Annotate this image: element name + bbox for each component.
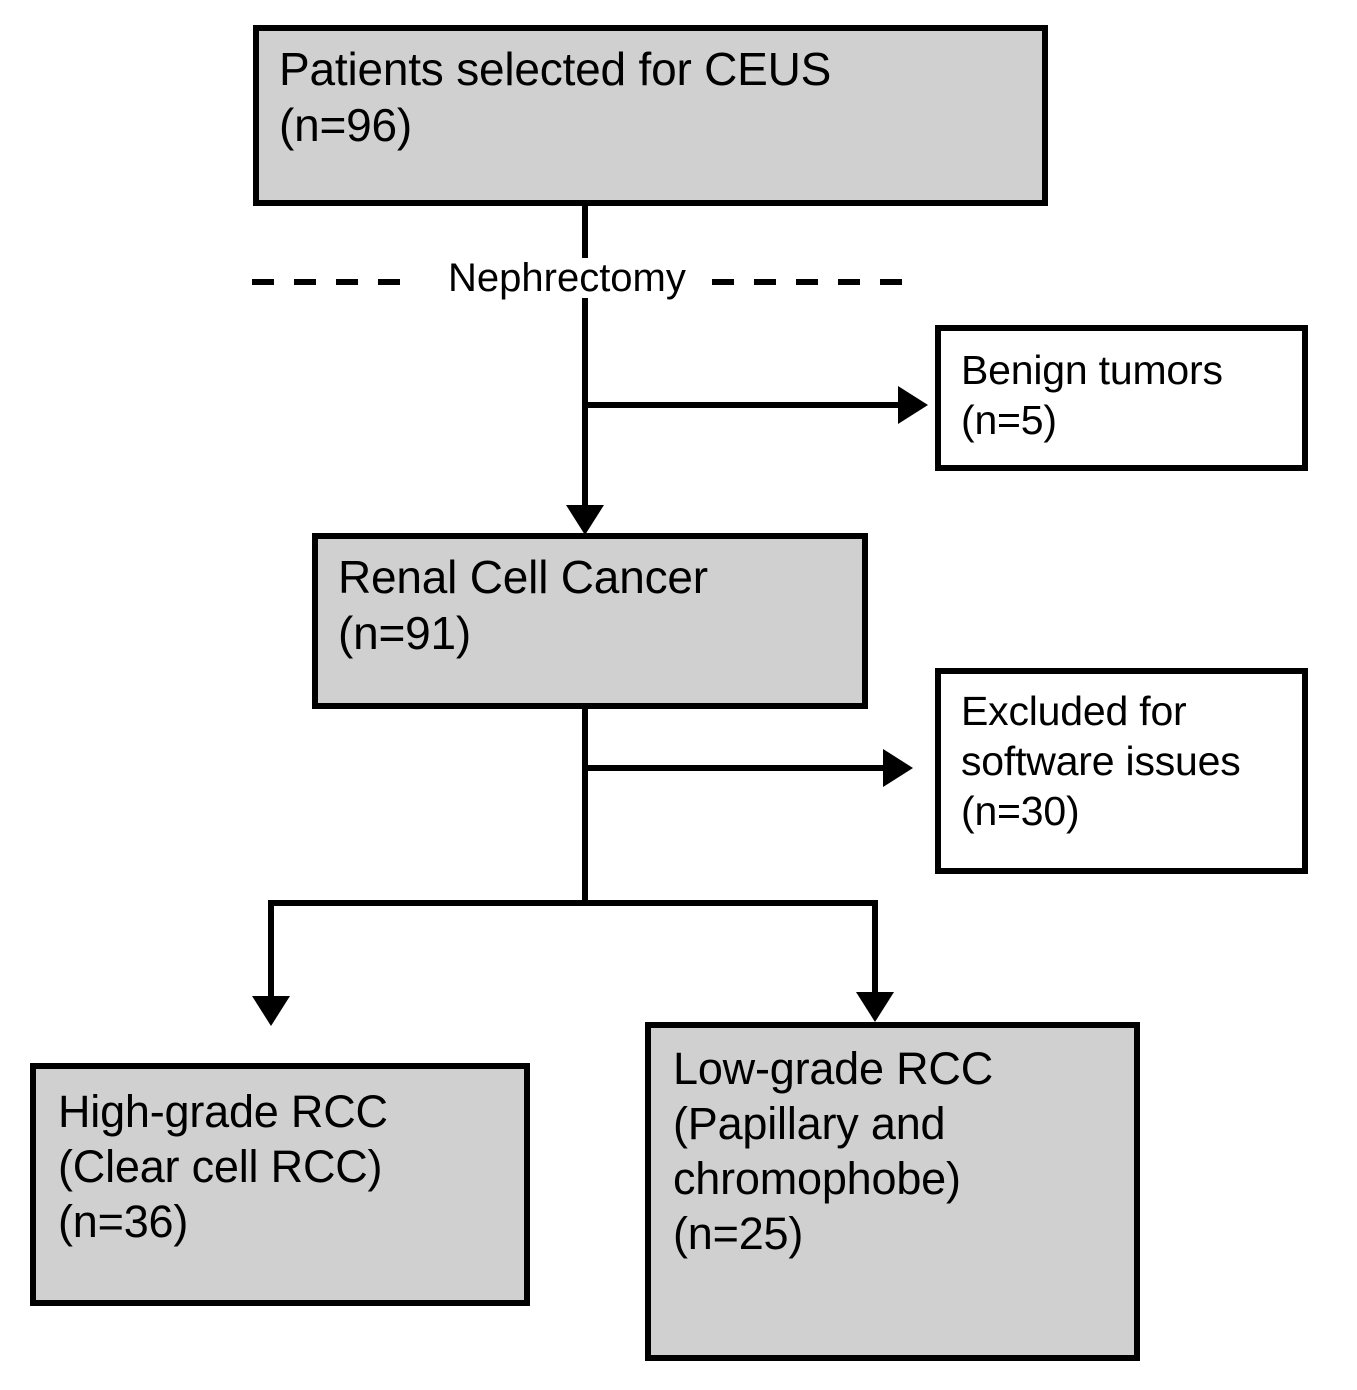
arrowhead-to-benign [898, 386, 928, 424]
node-high-line2: (Clear cell RCC) [58, 1140, 383, 1192]
node-benign-line2: (n=5) [961, 397, 1057, 444]
connector-rcc-to-excluded-line [585, 765, 885, 771]
arrowhead-ceus-to-rcc [566, 505, 604, 535]
node-high-grade-rcc: High-grade RCC (Clear cell RCC) (n=36) [30, 1063, 530, 1306]
edge-label-nephrectomy: Nephrectomy [440, 258, 694, 298]
node-excluded-for-software-issues: Excluded for software issues (n=30) [935, 668, 1308, 874]
node-excluded-line3: (n=30) [961, 788, 1080, 835]
node-benign-line1: Benign tumors [961, 347, 1223, 393]
node-excluded-line1: Excluded for [961, 688, 1187, 734]
node-low-line4: (n=25) [673, 1207, 804, 1259]
node-rcc-line1: Renal Cell Cancer [338, 551, 708, 603]
node-ceus-line1: Patients selected for CEUS [279, 43, 832, 95]
node-renal-cell-cancer: Renal Cell Cancer (n=91) [312, 533, 868, 709]
node-low-line3: chromophobe) [673, 1152, 961, 1204]
node-high-line1: High-grade RCC [58, 1086, 388, 1137]
node-low-grade-rcc: Low-grade RCC (Papillary and chromophobe… [645, 1022, 1140, 1361]
connector-to-high-grade-stem [268, 900, 274, 1000]
node-ceus-line2: (n=96) [279, 99, 413, 152]
nephrectomy-dash-right [712, 279, 912, 285]
connector-rcc-down-stem [582, 708, 588, 906]
node-high-line3: (n=36) [58, 1195, 189, 1247]
arrowhead-to-excluded [883, 749, 913, 787]
node-rcc-line2: (n=91) [338, 607, 472, 660]
connector-to-low-grade-stem [872, 900, 878, 996]
arrowhead-to-high-grade [252, 996, 290, 1026]
connector-rcc-to-benign-line [585, 402, 900, 408]
node-low-line2: (Papillary and [673, 1097, 946, 1149]
connector-ceus-to-rcc-stem [582, 205, 588, 518]
nephrectomy-dash-left [252, 279, 420, 285]
node-low-line1: Low-grade RCC [673, 1043, 994, 1094]
node-excluded-line2: software issues [961, 738, 1241, 785]
node-benign-tumors: Benign tumors (n=5) [935, 325, 1308, 471]
node-patients-selected-for-ceus: Patients selected for CEUS (n=96) [253, 25, 1048, 206]
arrowhead-to-low-grade [856, 992, 894, 1022]
connector-split-bar [268, 900, 878, 906]
